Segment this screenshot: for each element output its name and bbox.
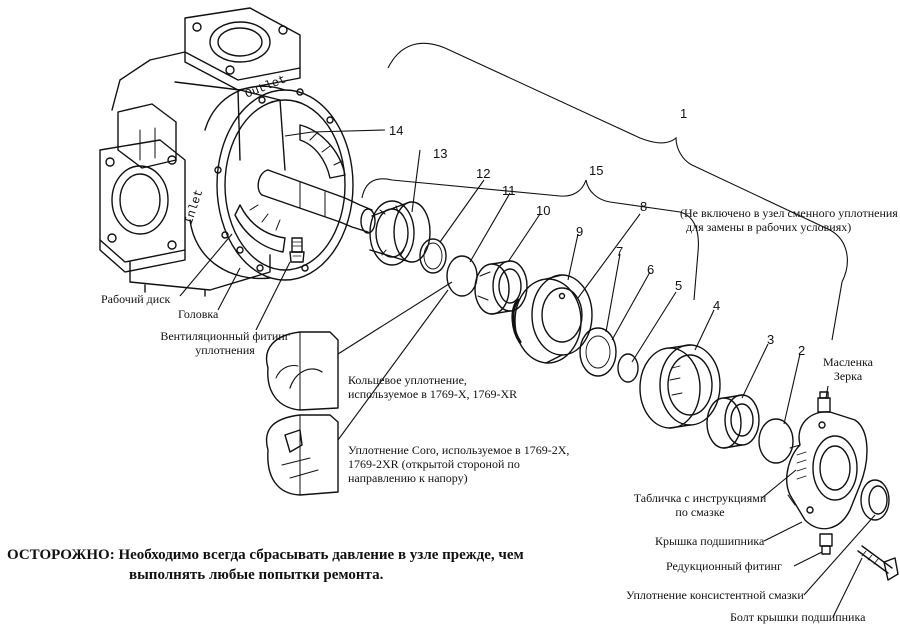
part-13-seal-gland bbox=[369, 200, 431, 266]
bearing-cover bbox=[786, 411, 868, 530]
oring-inset bbox=[265, 331, 339, 411]
label-instruction-plate: Табличка с инструкциями по смазке bbox=[622, 491, 778, 519]
label-coro-line3: направлению к напору) bbox=[348, 471, 468, 485]
part-12-ring bbox=[419, 238, 447, 274]
cover-bolt bbox=[857, 545, 899, 581]
warning-line1: ОСТОРОЖНО: Необходимо всегда сбрасывать … bbox=[7, 547, 524, 563]
vent-fitting bbox=[289, 237, 305, 263]
part-number-13: 13 bbox=[433, 146, 448, 161]
part-number-7: 7 bbox=[616, 244, 624, 259]
part-number-2: 2 bbox=[798, 343, 806, 358]
zerk-fitting bbox=[817, 391, 831, 413]
label-rotor-disk: Рабочий диск bbox=[101, 292, 171, 306]
part-9-seat bbox=[511, 274, 593, 364]
label-head: Головка bbox=[178, 307, 219, 321]
part-number-12: 12 bbox=[476, 166, 491, 181]
part-number-3: 3 bbox=[767, 332, 775, 347]
part-4-bearing bbox=[639, 344, 721, 429]
part-number-10: 10 bbox=[536, 203, 551, 218]
label-cover-bolt: Болт крышки подшипника bbox=[730, 610, 866, 624]
label-plate-line1: Табличка с инструкциями bbox=[633, 491, 767, 505]
part-number-9: 9 bbox=[576, 224, 584, 239]
part-11-oring bbox=[446, 255, 478, 297]
label-coro-line1: Уплотнение Coro, используемое в 1769-2X, bbox=[348, 443, 570, 457]
warning-line2: выполнять любые попытки ремонта. bbox=[129, 567, 384, 583]
pump-body bbox=[99, 7, 376, 297]
part-number-1: 1 bbox=[680, 106, 688, 121]
coro-seal-inset bbox=[265, 414, 339, 496]
part-10-seal-element bbox=[474, 260, 528, 315]
bracket-1 bbox=[387, 42, 848, 283]
part-number-11: 11 bbox=[502, 183, 516, 198]
grease-seal bbox=[860, 479, 890, 521]
part-number-5: 5 bbox=[675, 278, 683, 293]
reducer-fitting bbox=[819, 533, 833, 555]
part-number-8: 8 bbox=[640, 199, 648, 214]
label-oiler-line2: Зерка bbox=[833, 369, 863, 383]
label-grease-seal: Уплотнение консистентной смазки bbox=[626, 588, 804, 602]
label-reducer-fitting: Редукционный фитинг bbox=[666, 559, 782, 573]
part-3-bearing bbox=[706, 394, 760, 449]
part-number-14: 14 bbox=[389, 123, 404, 138]
label-oiler-zerk: Масленка Зерка bbox=[808, 355, 888, 383]
label-oring-line2: используемое в 1769-X, 1769-XR bbox=[348, 387, 518, 401]
label-vent-fitting-line1: Вентиляционный фитинг bbox=[160, 329, 290, 343]
label-vent-fitting-line2: уплотнения bbox=[195, 343, 255, 357]
label-not-included-line1: (Не включено в узел сменного уплотнения bbox=[680, 206, 898, 220]
part-number-15: 15 bbox=[589, 163, 604, 178]
label-oring: Кольцевое уплотнение, используемое в 176… bbox=[348, 373, 517, 401]
label-coro-seal: Уплотнение Coro, используемое в 1769-2X,… bbox=[348, 443, 569, 485]
part-5-oring bbox=[617, 353, 639, 383]
part-7-ring bbox=[579, 327, 617, 377]
label-oring-line1: Кольцевое уплотнение, bbox=[348, 373, 467, 387]
label-plate-line2: по смазке bbox=[675, 505, 725, 519]
label-vent-fitting: Вентиляционный фитинг уплотнения bbox=[150, 329, 300, 357]
part-2-ring bbox=[758, 418, 794, 464]
part-number-6: 6 bbox=[647, 262, 655, 277]
bracket-15 bbox=[361, 178, 699, 253]
label-not-included: (Не включено в узел сменного уплотнения … bbox=[680, 206, 898, 234]
label-coro-line2: 1769-2XR (открытой стороной по bbox=[348, 457, 520, 471]
part-number-4: 4 bbox=[713, 298, 721, 313]
label-not-included-line2: для замены в рабочих условиях) bbox=[686, 220, 852, 234]
label-oiler-line1: Масленка bbox=[822, 355, 874, 369]
label-bearing-cover: Крышка подшипника bbox=[655, 534, 765, 548]
